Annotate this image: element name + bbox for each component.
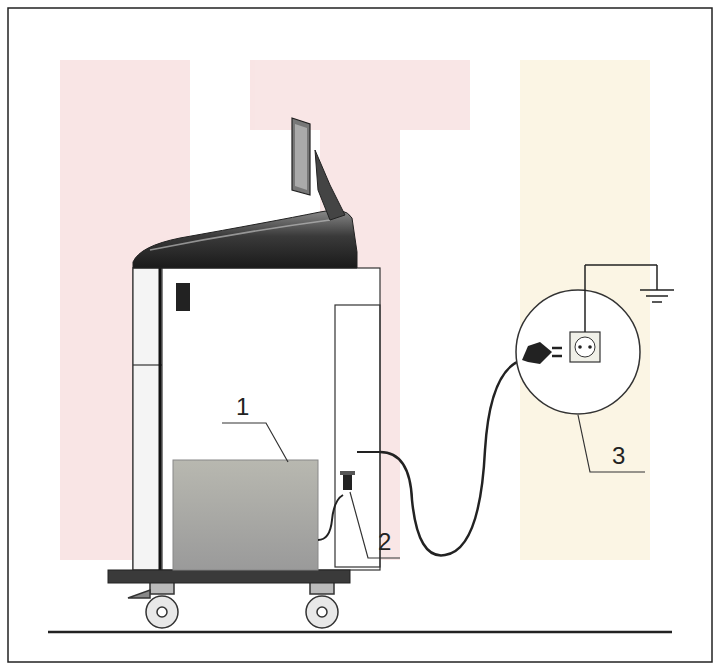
cart-base (108, 570, 350, 583)
leader-lines (222, 415, 645, 558)
detail-circle (516, 265, 674, 414)
control-console (133, 210, 357, 268)
monitor (292, 118, 345, 220)
wheels (128, 582, 338, 628)
inlet-connector (340, 471, 355, 490)
internal-cable (318, 495, 343, 540)
power-cable (380, 360, 522, 555)
frame (8, 8, 712, 662)
cart-body (133, 268, 380, 570)
callout-number: 2 (378, 530, 391, 554)
floor-line (48, 631, 672, 634)
callout-number: 3 (612, 444, 625, 468)
callout-number: 1 (236, 395, 249, 419)
internal-unit (173, 460, 318, 570)
